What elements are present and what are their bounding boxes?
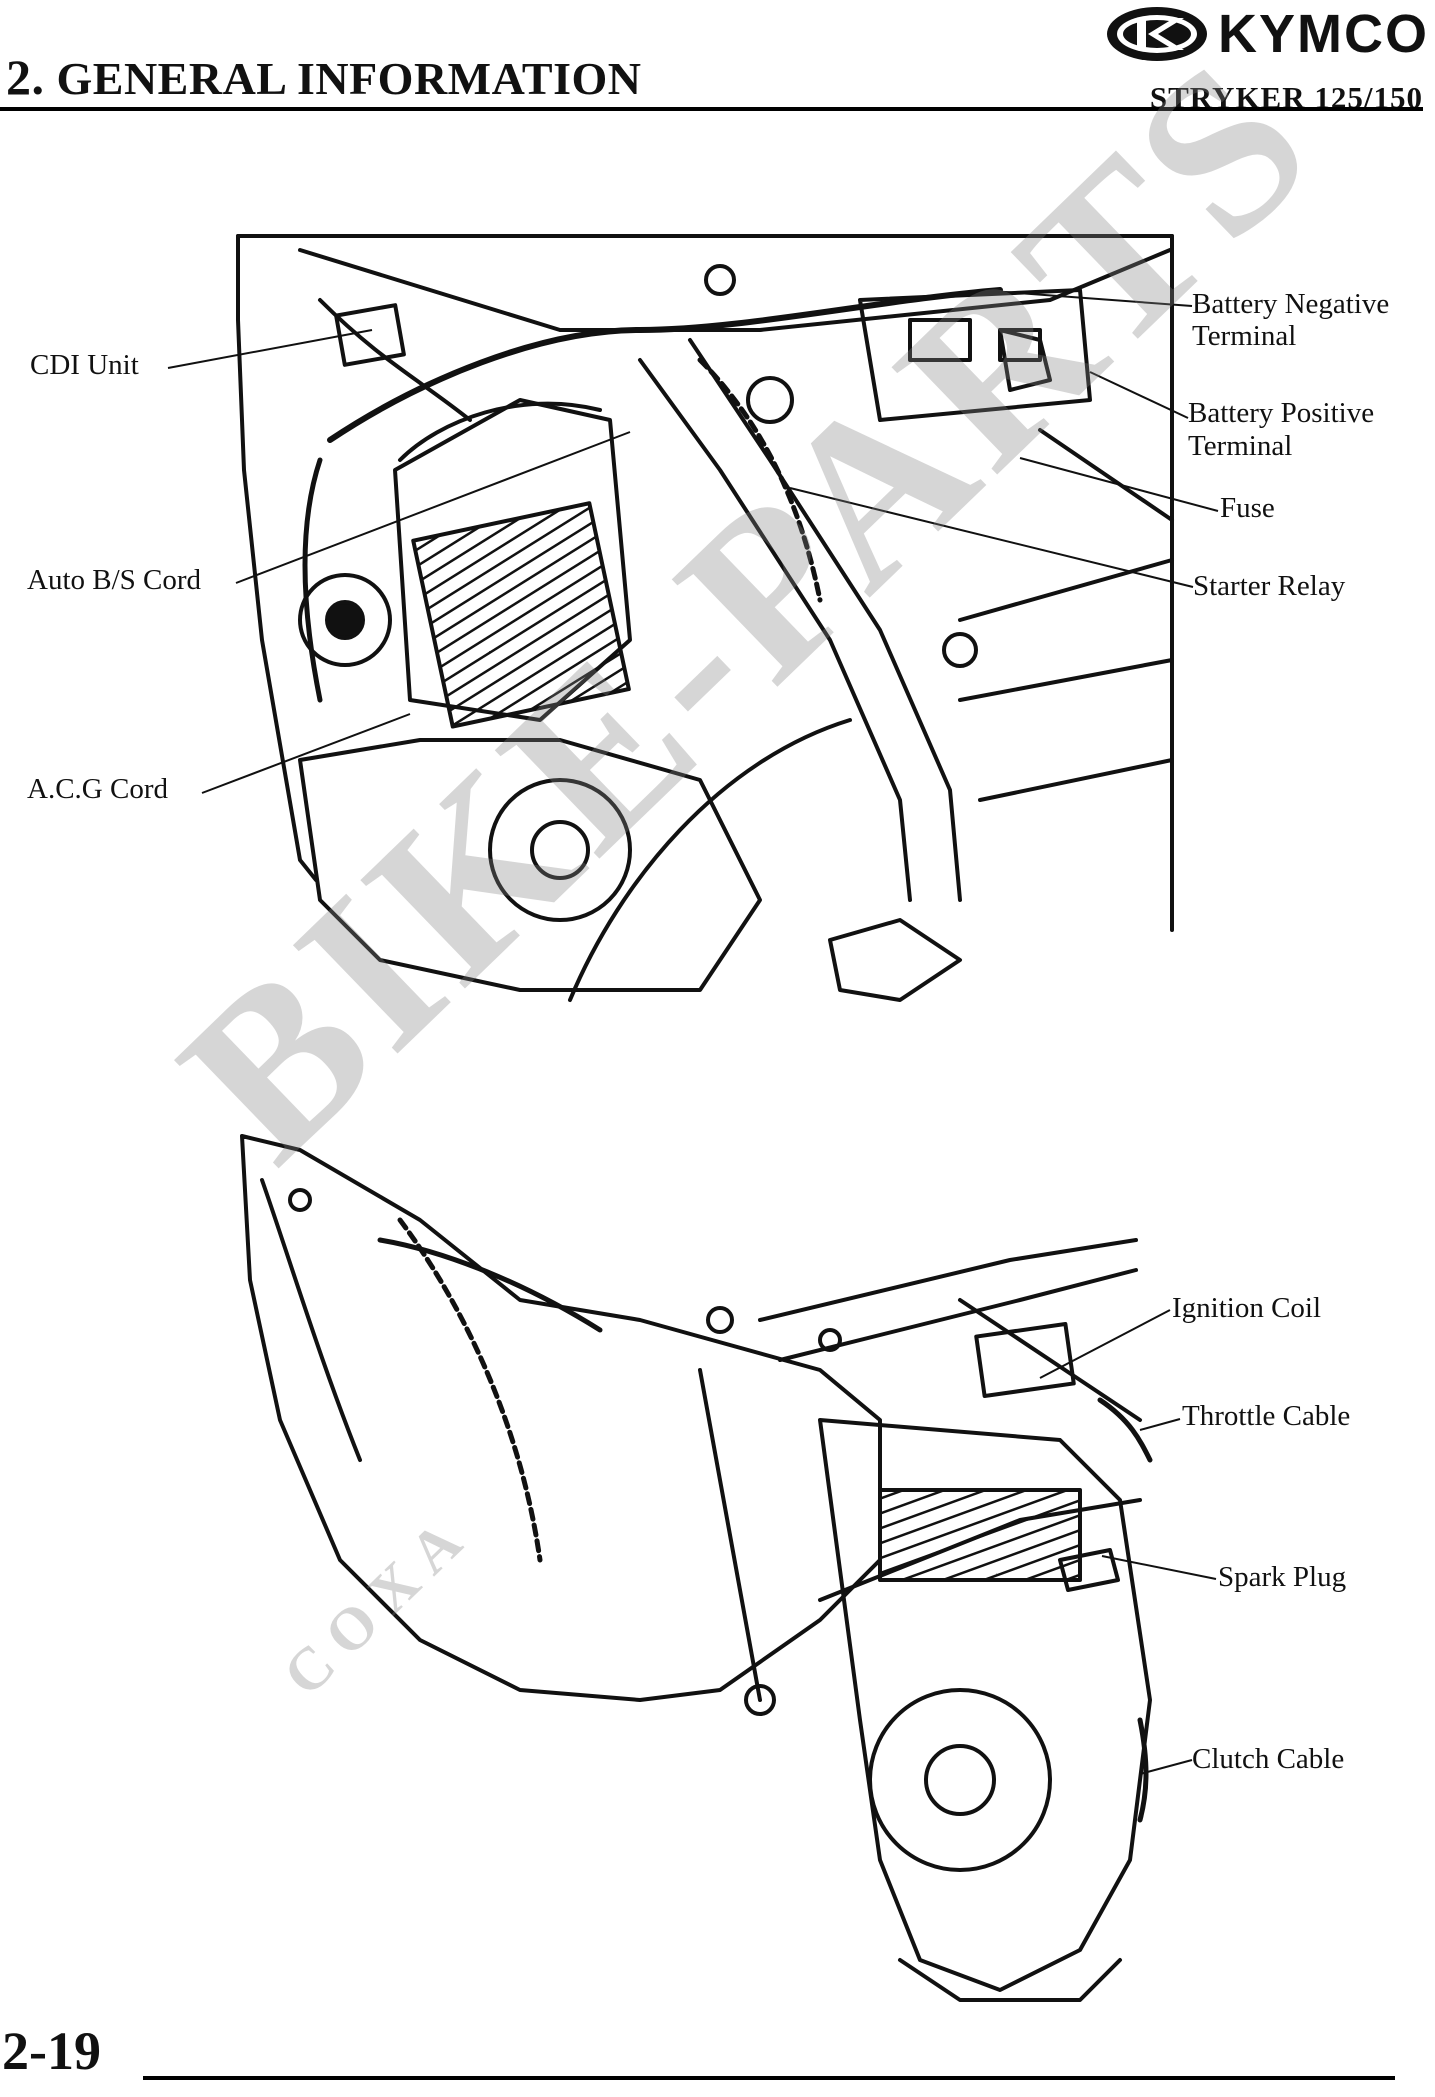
bottom-engine-illustration: [240, 1134, 1153, 2002]
label-throttle-cable: Throttle Cable: [1182, 1400, 1351, 1432]
label-cdi-unit: CDI Unit: [30, 349, 139, 381]
brand-logo: KYMCO: [1104, 2, 1429, 66]
label-spark-plug: Spark Plug: [1218, 1561, 1347, 1593]
label-clutch-cable: Clutch Cable: [1192, 1743, 1345, 1775]
header-rule: [0, 107, 1423, 111]
brand-name: KYMCO: [1218, 4, 1429, 64]
footer-rule: [143, 2076, 1395, 2080]
section-number: 2.: [6, 49, 45, 105]
label-battery-negative: Battery Negative: [1192, 288, 1390, 320]
section-heading: 2. GENERAL INFORMATION: [6, 48, 641, 106]
label-fuse: Fuse: [1220, 492, 1275, 524]
label-ignition-coil: Ignition Coil: [1172, 1292, 1322, 1324]
section-title: GENERAL INFORMATION: [56, 53, 642, 104]
label-starter-relay: Starter Relay: [1193, 570, 1346, 602]
bottom-leader-lines: [1039, 1309, 1217, 1775]
kymco-emblem-icon: [1107, 7, 1207, 61]
label-battery-positive-terminal: Terminal: [1188, 430, 1293, 462]
label-acg-cord: A.C.G Cord: [27, 773, 168, 805]
top-leader-lines: [167, 289, 1219, 794]
label-battery-negative-terminal: Terminal: [1192, 320, 1297, 352]
label-auto-bs-cord: Auto B/S Cord: [27, 564, 202, 596]
top-engine-illustration: [236, 234, 1174, 1002]
page-number: 2-19: [2, 2021, 101, 2081]
label-battery-positive: Battery Positive: [1188, 397, 1375, 429]
